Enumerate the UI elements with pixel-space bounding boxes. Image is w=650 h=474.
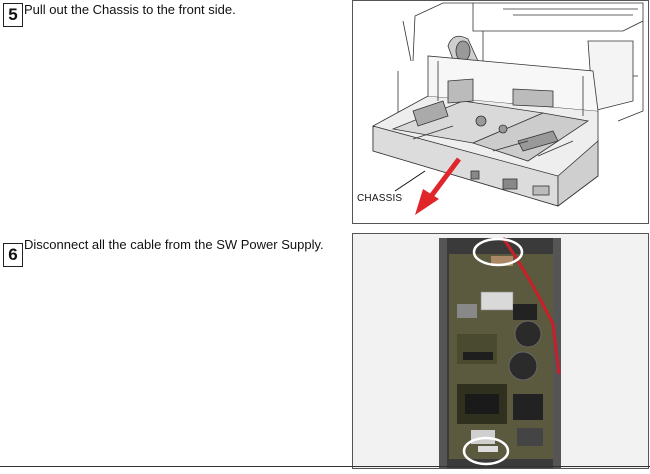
power-supply-drawing	[353, 234, 648, 468]
step-6-instruction: Disconnect all the cable from the SW Pow…	[24, 237, 324, 252]
pull-direction-arrow	[415, 157, 461, 215]
chassis-illustration: CHASSIS	[352, 0, 649, 224]
step-number-6: 6	[3, 243, 23, 267]
step-number-5: 5	[3, 3, 23, 27]
chassis-callout-label: CHASSIS	[357, 193, 403, 204]
bottom-connector-highlight	[462, 436, 510, 466]
footer-rule	[0, 466, 650, 467]
step-5-instruction: Pull out the Chassis to the front side.	[24, 2, 236, 17]
top-connector-highlight	[472, 237, 524, 267]
chassis-drawing	[372, 2, 644, 215]
power-supply-photo	[352, 233, 649, 469]
